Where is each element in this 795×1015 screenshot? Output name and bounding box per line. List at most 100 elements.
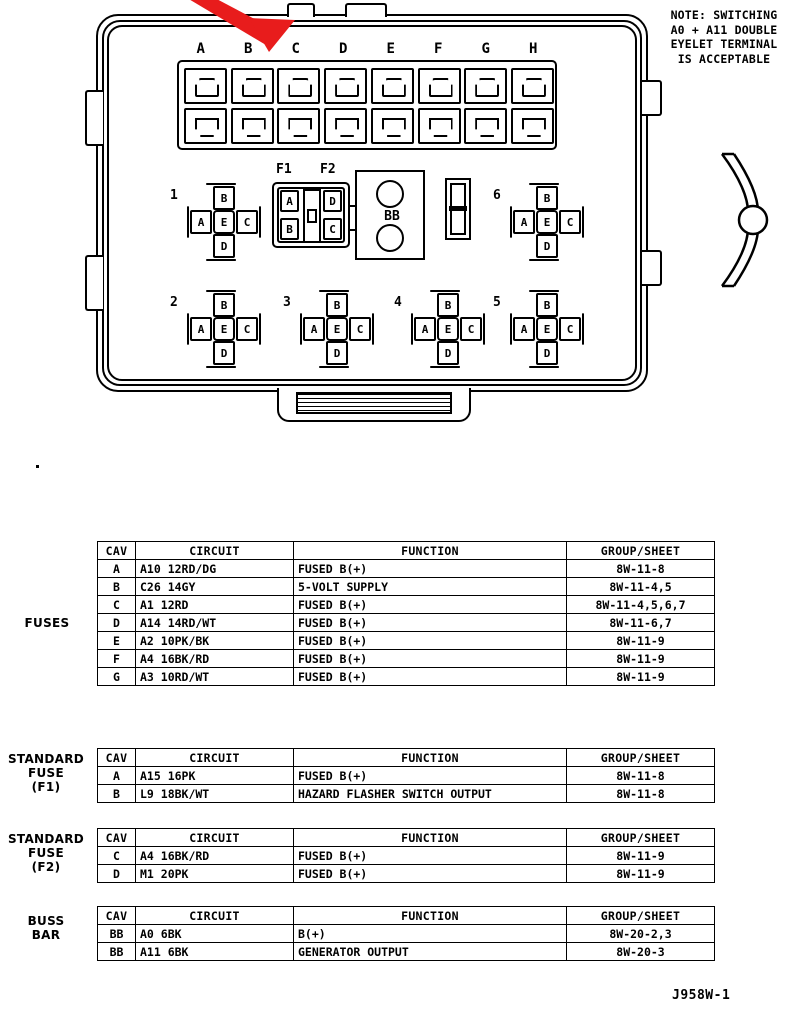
cell-cav: A: [97, 559, 136, 578]
buss-bar-stud-hole-lower: [376, 224, 404, 252]
cell-cav: E: [97, 631, 136, 650]
relay-6-pin-c: C: [559, 210, 581, 234]
cell-circuit: C26 14GY: [135, 577, 294, 596]
terminal-pocket-icon: [241, 78, 266, 97]
relay-4-number: 4: [394, 295, 402, 310]
cell-circuit: A2 10PK/BK: [135, 631, 294, 650]
cell-circuit: A14 14RD/WT: [135, 613, 294, 632]
cell-cav: BB: [97, 942, 136, 961]
cell-function: FUSED B(+): [293, 631, 567, 650]
fuse-block-pin-b: B: [280, 218, 299, 240]
relay-2: 2 B A E C D: [170, 290, 261, 368]
cell-circuit: A0 6BK: [135, 924, 294, 943]
relay-2-pin-c: C: [236, 317, 258, 341]
terminal-pocket-icon: [195, 118, 219, 137]
relay-1-pin-b: B: [213, 186, 235, 210]
cell-cav: B: [97, 784, 136, 803]
terminal-pocket-icon: [241, 118, 266, 137]
relay-3-pin-c: C: [349, 317, 371, 341]
cavity-a1: [184, 68, 227, 104]
relay-5: 5 B A E C D: [493, 290, 584, 368]
header-circuit: CIRCUIT: [135, 828, 294, 847]
cell-cav: C: [97, 846, 136, 865]
cell-group: 8W-11-4,5,6,7: [566, 595, 715, 614]
relay-6-pin-d: D: [536, 234, 558, 258]
bottom-grip-ribs: [296, 392, 452, 414]
cell-function: FUSED B(+): [293, 649, 567, 668]
cell-cav: G: [97, 667, 136, 686]
cell-cav: D: [97, 864, 136, 883]
relay-1-pin-e: E: [213, 210, 235, 234]
connector-label-a: A: [196, 41, 205, 57]
table-header-row: CAV CIRCUIT FUNCTION GROUP/SHEET: [97, 748, 715, 767]
terminal-pocket-icon: [428, 78, 453, 97]
fuse-block-center-nub: [307, 209, 317, 223]
relay-5-pin-c: C: [559, 317, 581, 341]
header-group-sheet: GROUP/SHEET: [566, 906, 715, 925]
header-group-sheet: GROUP/SHEET: [566, 541, 715, 560]
cell-function: B(+): [293, 924, 567, 943]
cell-function: FUSED B(+): [293, 846, 567, 865]
standard-fuse-f1-table-group: STANDARD FUSE (F1) CAV CIRCUIT FUNCTION …: [8, 748, 715, 803]
table-row: E A2 10PK/BK FUSED B(+) 8W-11-9: [97, 631, 715, 650]
terminal-pocket-icon: [288, 78, 313, 97]
table-row: A A15 16PK FUSED B(+) 8W-11-8: [97, 766, 715, 785]
fuse-block-pin-c: C: [323, 218, 342, 240]
vertical-connector-divider: [449, 206, 467, 211]
fuse-box-diagram: A B C D E F G H 1: [0, 0, 795, 470]
table-row: B L9 18BK/WT HAZARD FLASHER SWITCH OUTPU…: [97, 784, 715, 803]
table-row: C A1 12RD FUSED B(+) 8W-11-4,5,6,7: [97, 595, 715, 614]
standard-fuse-f2-table-group: STANDARD FUSE (F2) CAV CIRCUIT FUNCTION …: [8, 828, 715, 883]
header-cav: CAV: [97, 748, 136, 767]
header-function: FUNCTION: [293, 828, 567, 847]
cavity-g1: [464, 68, 508, 104]
cavity-d1: [324, 68, 368, 104]
relay-6-body: [510, 183, 584, 261]
relay-2-number: 2: [170, 295, 178, 310]
mounting-tab-top-right: [345, 3, 387, 17]
cavity-c2: [277, 108, 321, 144]
relay-2-pin-a: A: [190, 317, 212, 341]
relay-5-body: [510, 290, 584, 368]
relay-3-pin-e: E: [326, 317, 348, 341]
buss-bar-label: BB: [384, 209, 400, 224]
cell-group: 8W-11-6,7: [566, 613, 715, 632]
buss-bar-table-group: BUSS BAR CAV CIRCUIT FUNCTION GROUP/SHEE…: [28, 906, 715, 961]
connector-label-h: H: [529, 41, 538, 57]
header-circuit: CIRCUIT: [135, 748, 294, 767]
cell-function: HAZARD FLASHER SWITCH OUTPUT: [293, 784, 567, 803]
header-function: FUNCTION: [293, 748, 567, 767]
cell-group: 8W-11-9: [566, 667, 715, 686]
relay-4: 4 B A E C D: [394, 290, 485, 368]
cell-circuit: A4 16BK/RD: [135, 846, 294, 865]
terminal-pocket-icon: [475, 78, 500, 97]
table-row: D M1 20PK FUSED B(+) 8W-11-9: [97, 864, 715, 883]
relay-4-pin-a: A: [414, 317, 436, 341]
cell-cav: C: [97, 595, 136, 614]
relay-4-pin-e: E: [437, 317, 459, 341]
fuse-block-pin-d: D: [323, 190, 342, 212]
relay-6: 6 B A E C D: [493, 183, 584, 261]
cell-circuit: A10 12RD/DG: [135, 559, 294, 578]
cell-cav: BB: [97, 924, 136, 943]
terminal-pocket-icon: [428, 118, 453, 137]
cell-function: FUSED B(+): [293, 613, 567, 632]
relay-5-pin-a: A: [513, 317, 535, 341]
cavity-c1: [277, 68, 321, 104]
table-row: BB A11 6BK GENERATOR OUTPUT 8W-20-3: [97, 942, 715, 961]
terminal-pocket-icon: [288, 118, 313, 137]
cell-circuit: M1 20PK: [135, 864, 294, 883]
table-row: B C26 14GY 5-VOLT SUPPLY 8W-11-4,5: [97, 577, 715, 596]
relay-4-body: [411, 290, 485, 368]
buss-bar-block: BB: [355, 170, 425, 260]
table-header-row: CAV CIRCUIT FUNCTION GROUP/SHEET: [97, 906, 715, 925]
header-group-sheet: GROUP/SHEET: [566, 748, 715, 767]
table-header-row: CAV CIRCUIT FUNCTION GROUP/SHEET: [97, 828, 715, 847]
cell-group: 8W-11-9: [566, 864, 715, 883]
cavity-b1: [230, 68, 274, 104]
terminal-pocket-icon: [335, 78, 360, 97]
standard-fuse-f2-label: STANDARD FUSE (F2): [7, 832, 85, 875]
table-row: C A4 16BK/RD FUSED B(+) 8W-11-9: [97, 846, 715, 865]
header-group-sheet: GROUP/SHEET: [566, 828, 715, 847]
connector-label-e: E: [386, 41, 395, 57]
